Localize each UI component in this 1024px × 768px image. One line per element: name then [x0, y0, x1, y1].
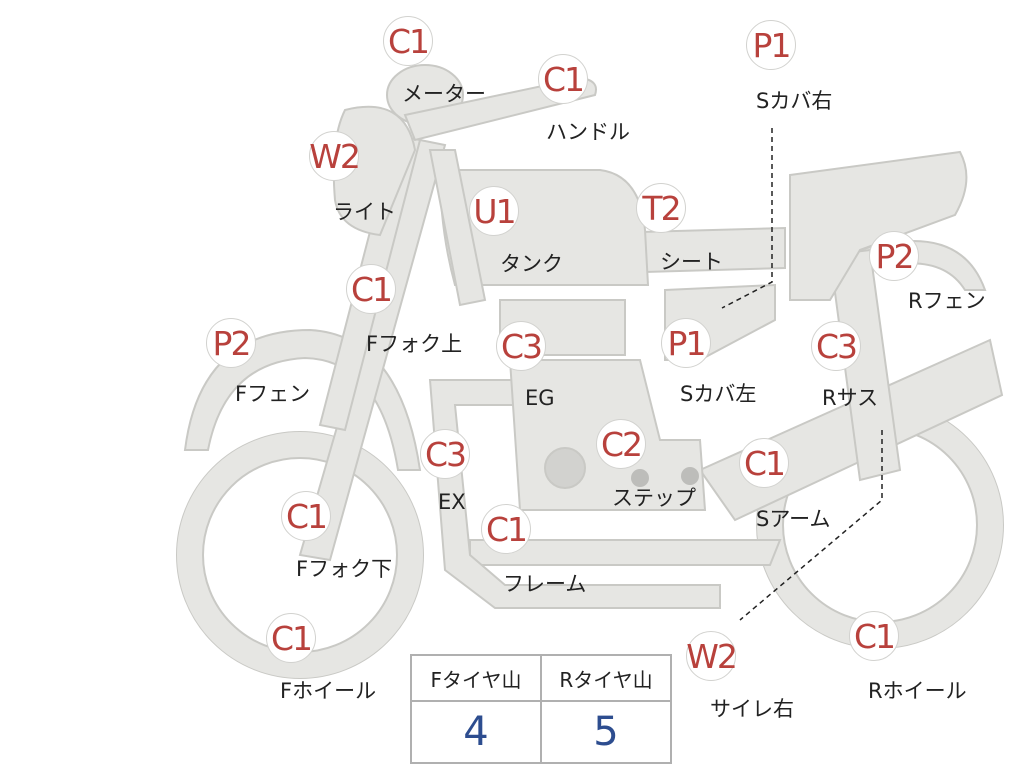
part-label: タンク	[500, 252, 563, 276]
part-code-badge[interactable]: P1	[746, 20, 796, 70]
part-code-badge[interactable]: C1	[481, 504, 531, 554]
part-code-badge[interactable]: W2	[686, 631, 738, 681]
part-label: EG	[525, 386, 555, 410]
part-code-badge[interactable]: C1	[346, 264, 396, 314]
part-code-badge[interactable]: W2	[309, 131, 361, 181]
rear-tire-tread-header: Rタイヤ山	[540, 654, 672, 702]
part-code-badge[interactable]: C2	[596, 419, 646, 469]
part-label: Sアーム	[756, 507, 831, 531]
part-code-badge[interactable]: C3	[811, 321, 861, 371]
part-label: ステップ	[612, 486, 696, 510]
part-code-badge[interactable]: T2	[636, 183, 686, 233]
part-code-badge[interactable]: C1	[538, 54, 588, 104]
part-code-badge[interactable]: C3	[420, 429, 470, 479]
part-label: Fフェン	[235, 382, 311, 406]
part-code-badge[interactable]: C3	[496, 321, 546, 371]
callout-line-side-cover-right	[721, 128, 773, 309]
part-label: Rフェン	[908, 289, 986, 313]
part-label: ライト	[333, 200, 396, 224]
part-code-badge[interactable]: P1	[661, 318, 711, 368]
part-label: メーター	[402, 82, 486, 106]
part-code-badge[interactable]: C1	[383, 16, 433, 66]
part-label: ハンドル	[546, 120, 630, 144]
part-code-badge[interactable]: C1	[281, 491, 331, 541]
part-label: Sカバ右	[756, 89, 833, 113]
seat-shape	[789, 150, 968, 301]
callout-line-silencer-right	[739, 430, 883, 621]
part-label: Fホイール	[280, 679, 377, 703]
part-label: Rサス	[822, 386, 879, 410]
part-label: サイレ右	[710, 697, 794, 721]
part-code-badge[interactable]: C1	[739, 438, 789, 488]
part-code-badge[interactable]: C1	[266, 613, 316, 663]
part-label: フレーム	[503, 572, 587, 596]
part-label: Rホイール	[868, 679, 967, 703]
rear-tire-tread-value: 5	[540, 700, 672, 764]
part-label: シート	[660, 250, 723, 274]
part-label: Fフォク上	[366, 332, 463, 356]
front-tire-tread-header: Fタイヤ山	[410, 654, 542, 702]
part-code-badge[interactable]: U1	[469, 186, 519, 236]
part-label: Fフォク下	[296, 557, 393, 581]
part-label: EX	[438, 490, 466, 514]
front-tire-tread-value: 4	[410, 700, 542, 764]
part-code-badge[interactable]: P2	[206, 318, 256, 368]
tire-tread-table: Fタイヤ山 Rタイヤ山 4 5	[410, 654, 672, 764]
part-code-badge[interactable]: P2	[869, 231, 919, 281]
part-code-badge[interactable]: C1	[849, 611, 899, 661]
part-label: Sカバ左	[680, 382, 757, 406]
